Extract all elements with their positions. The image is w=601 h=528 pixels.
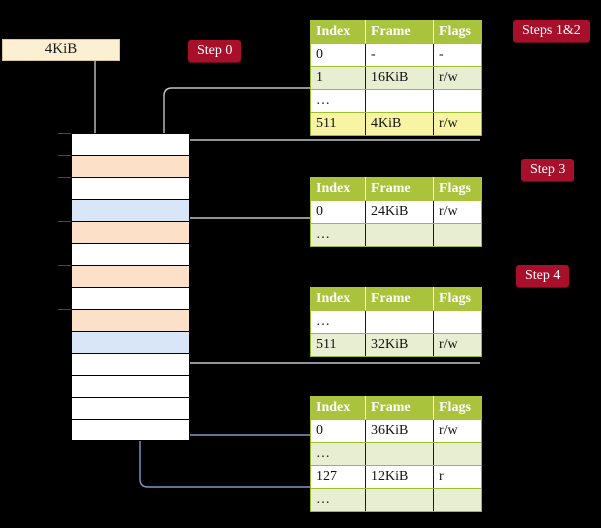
table-row[interactable]: 0 24KiB r/w [310,200,482,224]
frame-tick [58,155,71,156]
cell-flags: r/w [433,419,482,443]
cell-flags [433,89,482,113]
memory-frame-row [71,155,190,177]
cell-index: 0 [310,200,366,224]
memory-frame-row [71,221,190,243]
column-header-flags: Flags [433,396,482,420]
table-header-row: Index Frame Flags [310,20,482,44]
cell-flags: r [433,465,482,489]
cell-flags [433,488,482,512]
column-header-index: Index [310,287,366,311]
cell-frame: 4KiB [365,112,434,136]
cell-flags: r/w [433,333,482,357]
cell-flags [433,442,482,466]
table-header-row: Index Frame Flags [310,396,482,420]
column-header-frame: Frame [365,20,434,44]
page-table-level1: Index Frame Flags 0 36KiB r/w … 127 12Ki… [310,396,482,512]
memory-frame-row [71,375,190,397]
physical-memory-frames [71,133,190,441]
cell-index: 511 [310,333,366,357]
table-row[interactable]: … [310,89,482,113]
cell-flags: r/w [433,200,482,224]
cell-frame: 36KiB [365,419,434,443]
column-header-flags: Flags [433,287,482,311]
cell-index: 511 [310,112,366,136]
memory-frame-row [71,419,190,441]
memory-frame-row [71,243,190,265]
column-header-flags: Flags [433,20,482,44]
cell-index: … [310,442,366,466]
memory-frame-row [71,309,190,331]
column-header-index: Index [310,177,366,201]
cell-index: 0 [310,419,366,443]
cell-index: 127 [310,465,366,489]
link-table4-511-to-frame [161,139,480,164]
memory-frame-row [71,331,190,353]
column-header-flags: Flags [433,177,482,201]
badge-steps-1-2: Steps 1&2 [513,20,590,42]
cell-frame [365,488,434,512]
badge-step-0: Step 0 [188,40,242,62]
cell-flags: - [433,43,482,67]
cell-index: 1 [310,66,366,90]
frame-tick [58,133,71,134]
table-row[interactable]: … [310,488,482,512]
cell-frame: 24KiB [365,200,434,224]
cell-frame: - [365,43,434,67]
frame-tick [58,309,71,310]
memory-frame-row [71,199,190,221]
table-row[interactable]: … [310,310,482,334]
page-table-level3: Index Frame Flags 0 24KiB r/w … [310,177,482,247]
column-header-index: Index [310,396,366,420]
memory-frame-row [71,353,190,375]
cell-index: … [310,310,366,334]
page-table-level2: Index Frame Flags … 511 32KiB r/w [310,287,482,357]
cell-frame [365,223,434,247]
table-row[interactable]: 0 36KiB r/w [310,419,482,443]
memory-frame-row [71,133,190,155]
memory-frame-row [71,287,190,309]
cell-flags: r/w [433,112,482,136]
cell-frame: 16KiB [365,66,434,90]
cell-frame: 12KiB [365,465,434,489]
column-header-frame: Frame [365,396,434,420]
memory-frame-row [71,177,190,199]
table-row[interactable]: 127 12KiB r [310,465,482,489]
table-row[interactable]: 0 - - [310,43,482,67]
page-table-level4: Index Frame Flags 0 - - 1 16KiB r/w … [310,20,482,136]
frame-tick [58,265,71,266]
badge-step-4: Step 4 [516,265,570,287]
column-header-index: Index [310,20,366,44]
badge-step-3: Step 3 [521,159,575,181]
cell-index: 0 [310,43,366,67]
memory-frame-row [71,265,190,287]
frame-tick [58,221,71,222]
column-header-frame: Frame [365,287,434,311]
column-header-frame: Frame [365,177,434,201]
cell-index: … [310,223,366,247]
cell-flags [433,310,482,334]
table-row[interactable]: … [310,442,482,466]
cell-index: … [310,89,366,113]
cell-frame [365,310,434,334]
table-header-row: Index Frame Flags [310,177,482,201]
cell-flags: r/w [433,66,482,90]
table-row[interactable]: 511 32KiB r/w [310,333,482,357]
table-row[interactable]: 1 16KiB r/w [310,66,482,90]
table-header-row: Index Frame Flags [310,287,482,311]
cell-frame [365,442,434,466]
cell-index: … [310,488,366,512]
table-row-highlighted[interactable]: 511 4KiB r/w [310,112,482,136]
table-row[interactable]: … [310,223,482,247]
cell-flags [433,223,482,247]
frame-tick [58,177,71,178]
memory-frame-row [71,397,190,419]
cell-frame [365,89,434,113]
cell-frame: 32KiB [365,333,434,357]
page-size-box: 4KiB [2,39,120,61]
